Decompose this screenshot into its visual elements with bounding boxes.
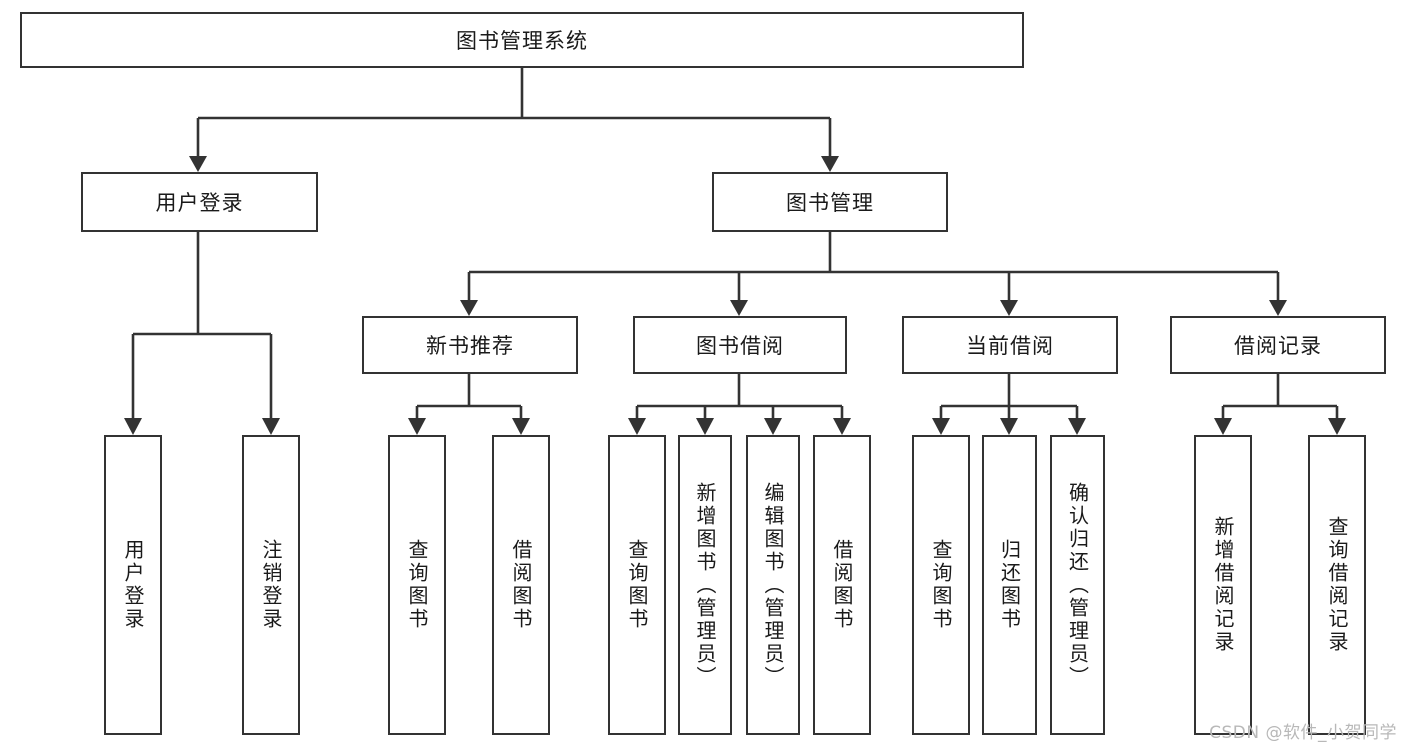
arrowhead-record	[1269, 300, 1287, 316]
arrowhead-leaf-query-book-3	[932, 418, 950, 435]
arrowhead-borrow	[730, 300, 748, 316]
node-leaf-query-book-current[interactable]: 查询图书	[912, 435, 970, 735]
node-leaf-edit-book-label: 编辑图书（管理员）	[761, 481, 785, 689]
node-leaf-user-login-label: 用户登录	[121, 539, 145, 631]
node-leaf-add-book-label: 新增图书（管理员）	[693, 481, 717, 689]
arrowhead-leaf-borrow-book-2	[833, 418, 851, 435]
node-leaf-return-book-label: 归还图书	[997, 539, 1022, 631]
node-leaf-query-record[interactable]: 查询借阅记录	[1308, 435, 1366, 735]
node-book-management[interactable]: 图书管理	[712, 172, 948, 232]
node-leaf-query-book-borrow[interactable]: 查询图书	[608, 435, 666, 735]
arrowhead-leaf-logout	[262, 418, 280, 435]
arrowhead-leaf-edit-book	[764, 418, 782, 435]
node-user-login[interactable]: 用户登录	[81, 172, 318, 232]
node-new-book-recommend[interactable]: 新书推荐	[362, 316, 578, 374]
node-leaf-logout[interactable]: 注销登录	[242, 435, 300, 735]
node-borrow-record[interactable]: 借阅记录	[1170, 316, 1386, 374]
node-leaf-borrow-book-label: 借阅图书	[830, 539, 854, 631]
node-leaf-query-book-borrow-label: 查询图书	[625, 539, 649, 631]
node-book-borrow[interactable]: 图书借阅	[633, 316, 847, 374]
node-leaf-add-record[interactable]: 新增借阅记录	[1194, 435, 1252, 735]
node-borrow-record-label: 借阅记录	[1234, 334, 1322, 358]
watermark-text: CSDN @软件_小贺同学	[1209, 723, 1397, 743]
node-leaf-logout-label: 注销登录	[259, 539, 283, 631]
node-leaf-return-book[interactable]: 归还图书	[982, 435, 1037, 735]
arrowhead-user-login	[189, 156, 207, 172]
node-leaf-confirm-return-label: 确认归还（管理员）	[1065, 481, 1090, 689]
arrowhead-leaf-add-book	[696, 418, 714, 435]
node-root[interactable]: 图书管理系统	[20, 12, 1024, 68]
node-leaf-query-book-recommend[interactable]: 查询图书	[388, 435, 446, 735]
node-leaf-query-record-label: 查询借阅记录	[1325, 516, 1349, 654]
arrowhead-leaf-confirm-return	[1068, 418, 1086, 435]
node-leaf-add-book[interactable]: 新增图书（管理员）	[678, 435, 732, 735]
node-leaf-query-book-current-label: 查询图书	[929, 539, 953, 631]
node-root-label: 图书管理系统	[456, 29, 588, 53]
node-user-login-label: 用户登录	[155, 191, 244, 215]
arrowhead-leaf-return-book	[1000, 418, 1018, 435]
node-leaf-query-book-recommend-label: 查询图书	[405, 539, 429, 631]
arrowhead-leaf-borrow-book-1	[512, 418, 530, 435]
arrowhead-leaf-user-login	[124, 418, 142, 435]
node-current-borrow-label: 当前借阅	[966, 334, 1054, 358]
node-book-management-label: 图书管理	[786, 191, 874, 215]
arrowhead-leaf-query-book-1	[408, 418, 426, 435]
node-leaf-borrow-book[interactable]: 借阅图书	[813, 435, 871, 735]
node-leaf-edit-book[interactable]: 编辑图书（管理员）	[746, 435, 800, 735]
node-new-book-recommend-label: 新书推荐	[426, 334, 514, 358]
node-leaf-user-login[interactable]: 用户登录	[104, 435, 162, 735]
arrowhead-current	[1000, 300, 1018, 316]
arrowhead-leaf-query-book-2	[628, 418, 646, 435]
node-leaf-confirm-return[interactable]: 确认归还（管理员）	[1050, 435, 1105, 735]
node-leaf-borrow-book-recommend[interactable]: 借阅图书	[492, 435, 550, 735]
node-leaf-borrow-book-recommend-label: 借阅图书	[509, 539, 533, 631]
node-leaf-add-record-label: 新增借阅记录	[1211, 516, 1235, 654]
arrowhead-new-book	[460, 300, 478, 316]
arrowhead-book-manage	[821, 156, 839, 172]
arrowhead-leaf-add-record	[1214, 418, 1232, 435]
node-book-borrow-label: 图书借阅	[696, 334, 784, 358]
node-current-borrow[interactable]: 当前借阅	[902, 316, 1118, 374]
arrowhead-leaf-query-record	[1328, 418, 1346, 435]
